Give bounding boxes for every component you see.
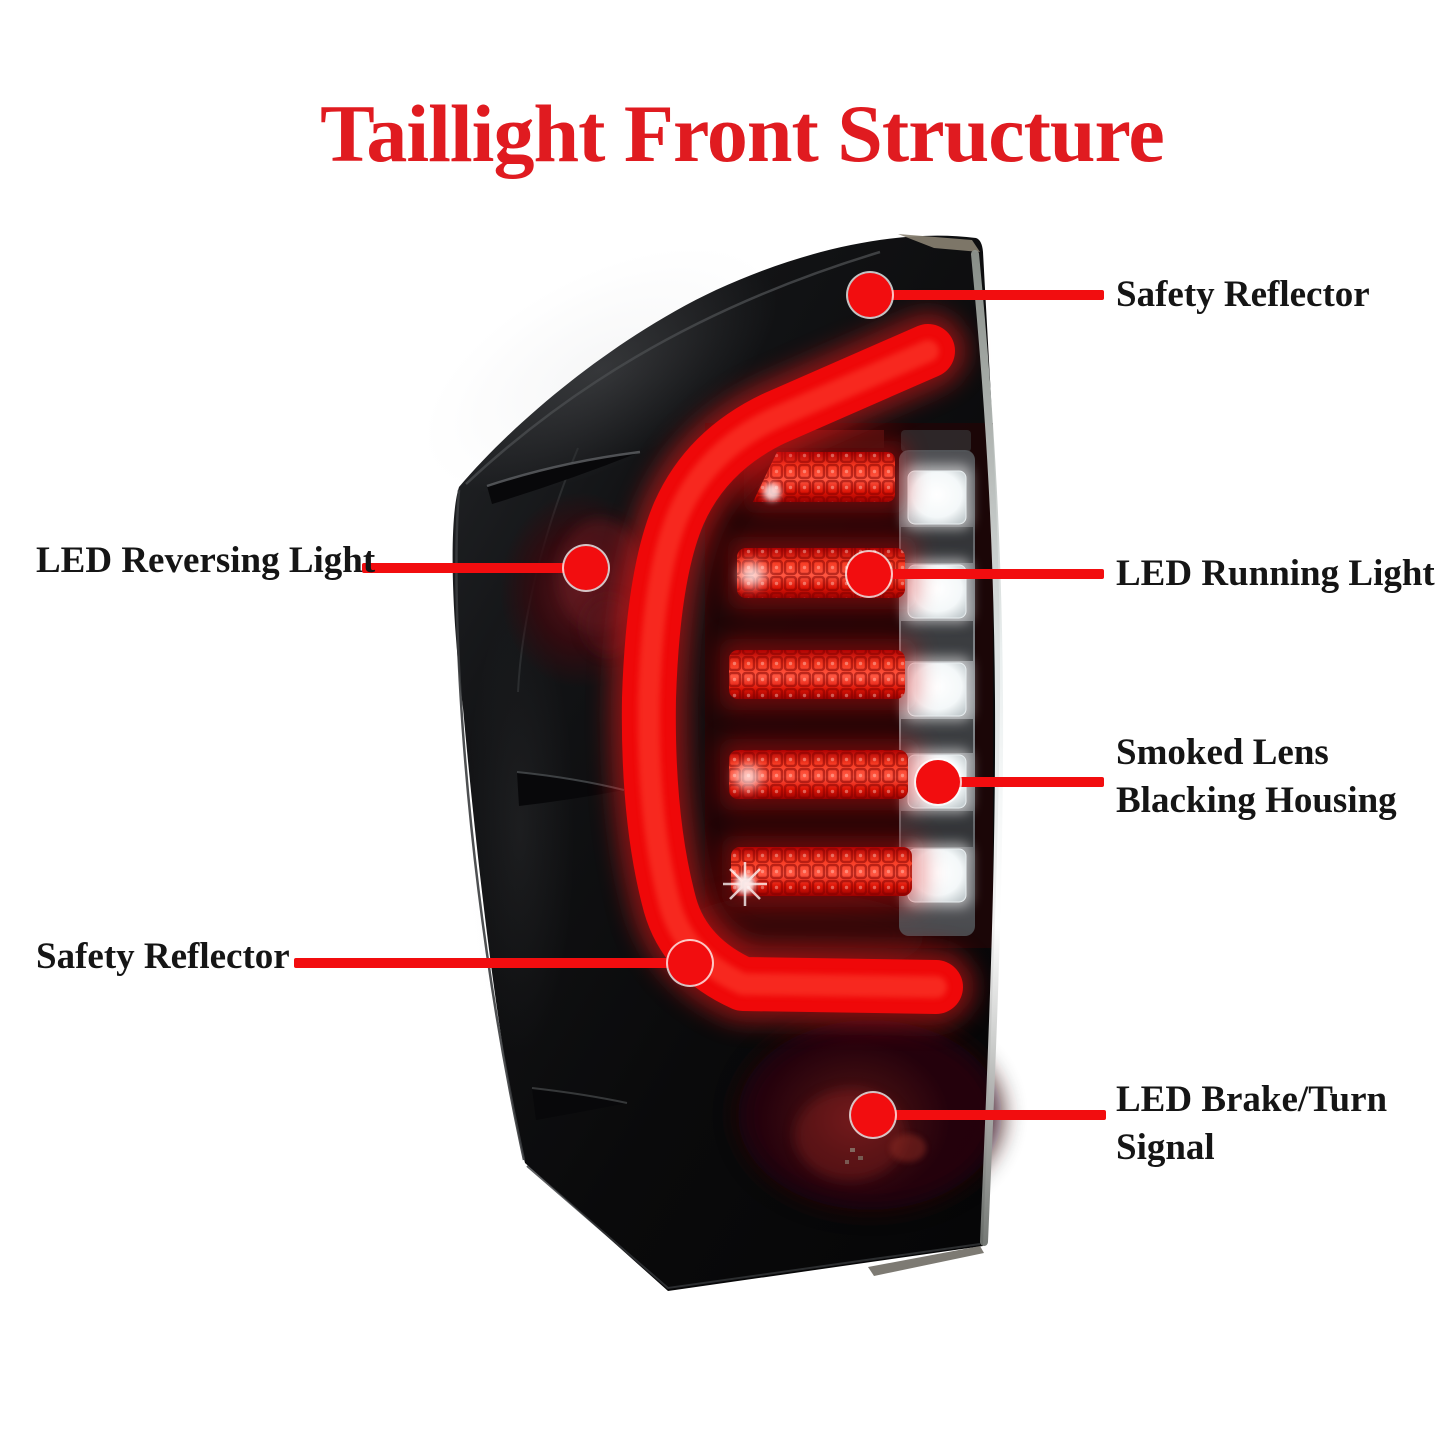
callout-label-line: Blacking Housing [1116,780,1397,821]
callout-label-line: LED Brake/Turn [1116,1079,1388,1120]
smoked-lens-strip [899,430,975,936]
callout-label: LED Reversing Light [36,540,376,581]
led-running-light-rows [720,430,923,907]
callout-label: LED Brake/Turn Signal [1116,1076,1387,1172]
housing-fins [486,450,641,1120]
callout-dot-icon [851,1093,895,1137]
callout-line [873,1110,1106,1120]
callout-line [294,958,690,968]
callout-label: Safety Reflector [36,936,290,977]
callout-line [938,777,1104,787]
callout-dot-icon [668,941,712,985]
callout-dot-icon [564,546,608,590]
callout-label-line: Signal [1116,1127,1215,1168]
callout-line [872,290,1104,300]
white-led-column [903,465,971,907]
callout-line [362,563,588,573]
callout-dot-icon [916,760,960,804]
smoked-lens-field [705,423,993,948]
callout-label: Safety Reflector [1116,274,1370,315]
red-light-bar [610,313,974,1025]
callout-label: Smoked Lens Blacking Housing [1116,729,1397,825]
callout-line [869,569,1104,579]
led-reversing-light-area [500,492,660,688]
callout-label: LED Running Light [1116,553,1435,594]
callout-dot-icon [848,273,892,317]
callout-label-line: Smoked Lens [1116,732,1329,773]
page-title: Taillight Front Structure [320,87,1165,179]
taillight-housing [422,235,1001,1292]
callout-dot-icon [847,552,891,596]
